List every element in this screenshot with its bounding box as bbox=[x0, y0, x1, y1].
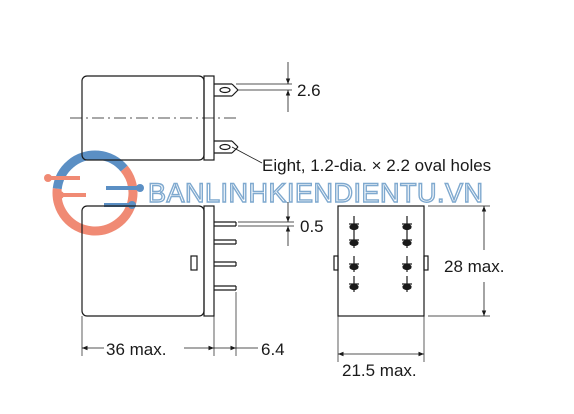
dim-pin-gap: 0.5 bbox=[300, 217, 324, 236]
dim-width: 21.5 max. bbox=[342, 361, 417, 380]
dim-pin-offset: 2.6 bbox=[297, 81, 321, 100]
dim-length: 36 max. bbox=[106, 340, 166, 359]
terminal-pin bbox=[402, 256, 412, 272]
terminal-pin bbox=[349, 256, 359, 272]
dim-height: 28 max. bbox=[444, 257, 504, 276]
top-view bbox=[70, 62, 292, 164]
terminal-pin bbox=[349, 232, 359, 248]
terminal-pins bbox=[349, 216, 412, 292]
terminal-pin bbox=[349, 216, 359, 232]
terminal-pin bbox=[402, 276, 412, 292]
note-oval-holes: Eight, 1.2-dia. × 2.2 oval holes bbox=[262, 156, 491, 175]
watermark-text: BANLINHKIENDIENTU.VN bbox=[148, 178, 484, 208]
terminal-pin bbox=[402, 216, 412, 232]
side-view bbox=[81, 202, 294, 356]
dim-pin-length: 6.4 bbox=[261, 340, 285, 359]
bottom-view bbox=[333, 205, 490, 362]
terminal-pin bbox=[349, 276, 359, 292]
terminal-pin bbox=[402, 232, 412, 248]
watermark-logo bbox=[44, 150, 144, 236]
